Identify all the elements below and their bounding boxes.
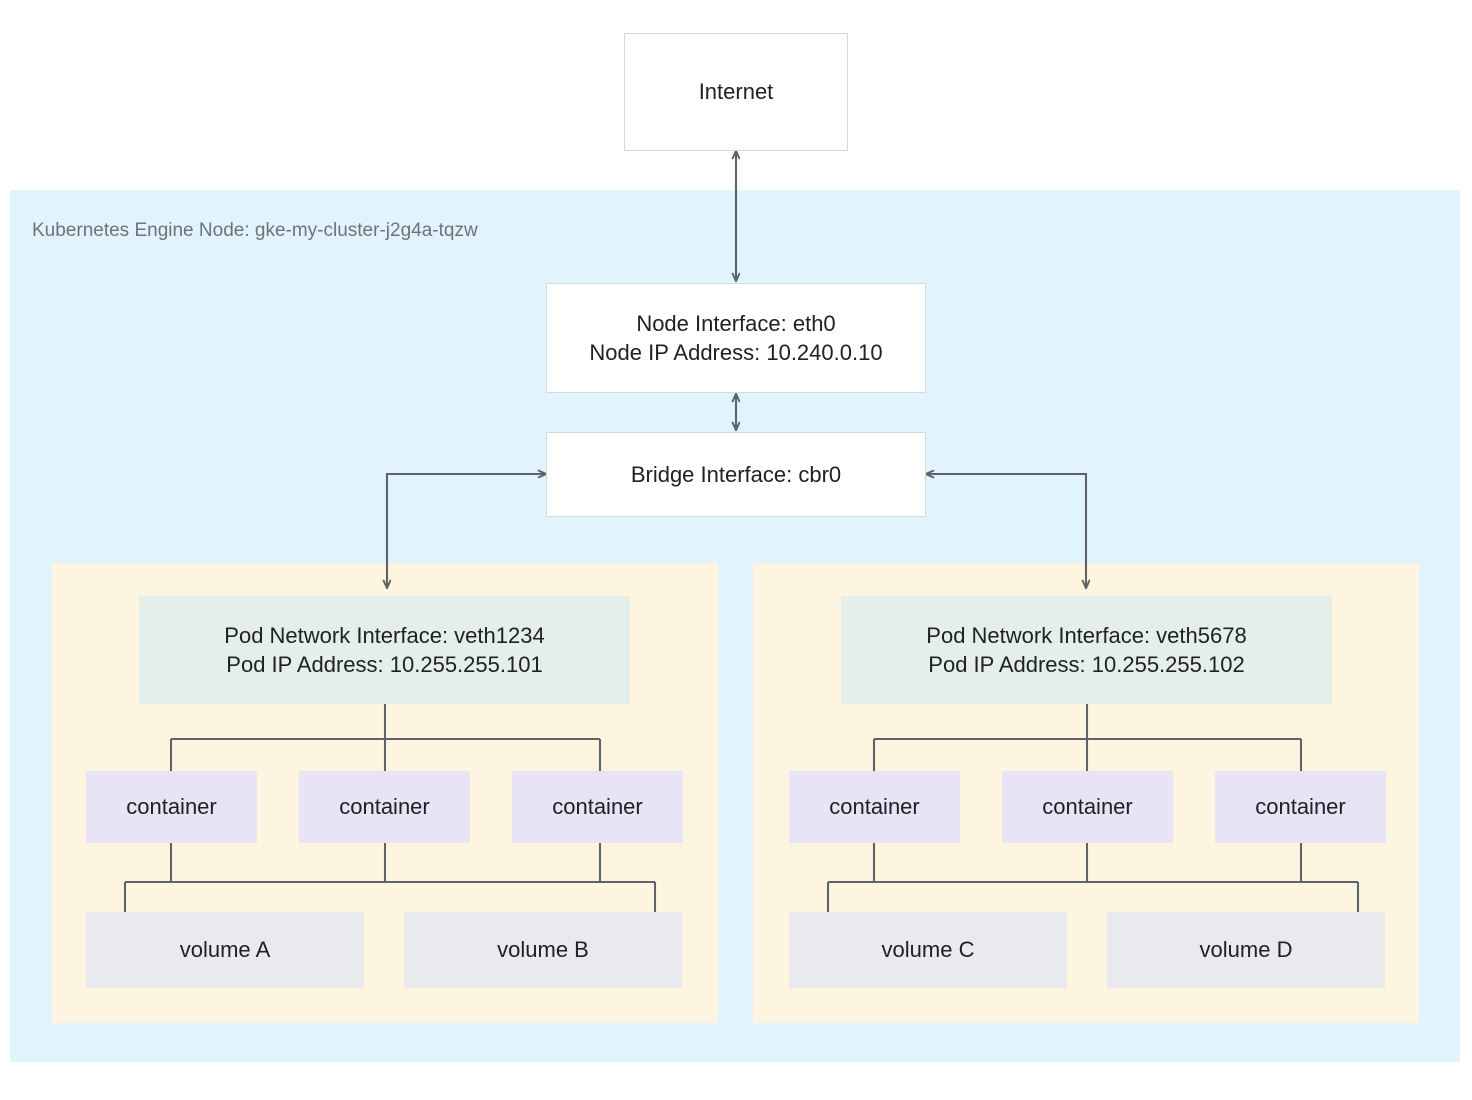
node-ip-address: Node IP Address: 10.240.0.10 — [589, 340, 883, 365]
volume-2-1[interactable]: volume C — [789, 912, 1067, 988]
volume-label: volume B — [497, 937, 589, 963]
container-1-2[interactable]: container — [299, 771, 470, 843]
pod-ip-address-2: Pod IP Address: 10.255.255.102 — [928, 652, 1245, 677]
volume-1-2[interactable]: volume B — [404, 912, 682, 988]
pod-interface-name-1: Pod Network Interface: veth1234 — [224, 622, 545, 648]
internet-label: Internet — [698, 79, 774, 105]
container-1-3[interactable]: container — [512, 771, 683, 843]
pod-interface-name-2: Pod Network Interface: veth5678 — [926, 622, 1247, 648]
pod-ip-address-1: Pod IP Address: 10.255.255.101 — [226, 652, 543, 677]
container-label: container — [1042, 794, 1133, 820]
container-1-1[interactable]: container — [86, 771, 257, 843]
node-interface-name: Node Interface: eth0 — [636, 310, 836, 336]
container-2-2[interactable]: container — [1002, 771, 1173, 843]
container-2-3[interactable]: container — [1215, 771, 1386, 843]
volume-label: volume C — [881, 937, 975, 963]
bridge-interface-label: Bridge Interface: cbr0 — [630, 461, 842, 487]
container-label: container — [126, 794, 217, 820]
container-label: container — [552, 794, 643, 820]
volume-label: volume A — [179, 937, 271, 963]
node-region-label: Kubernetes Engine Node: gke-my-cluster-j… — [32, 220, 478, 241]
container-label: container — [829, 794, 920, 820]
pod-network-interface-1[interactable]: Pod Network Interface: veth1234 Pod IP A… — [139, 596, 630, 704]
volume-2-2[interactable]: volume D — [1107, 912, 1385, 988]
volume-label: volume D — [1199, 937, 1293, 963]
container-label: container — [1255, 794, 1346, 820]
bridge-interface-box[interactable]: Bridge Interface: cbr0 — [546, 432, 926, 517]
container-2-1[interactable]: container — [789, 771, 960, 843]
node-interface-box[interactable]: Node Interface: eth0 Node IP Address: 10… — [546, 283, 926, 393]
internet-box[interactable]: Internet — [624, 33, 848, 151]
container-label: container — [339, 794, 430, 820]
pod-network-interface-2[interactable]: Pod Network Interface: veth5678 Pod IP A… — [841, 596, 1332, 704]
volume-1-1[interactable]: volume A — [86, 912, 364, 988]
